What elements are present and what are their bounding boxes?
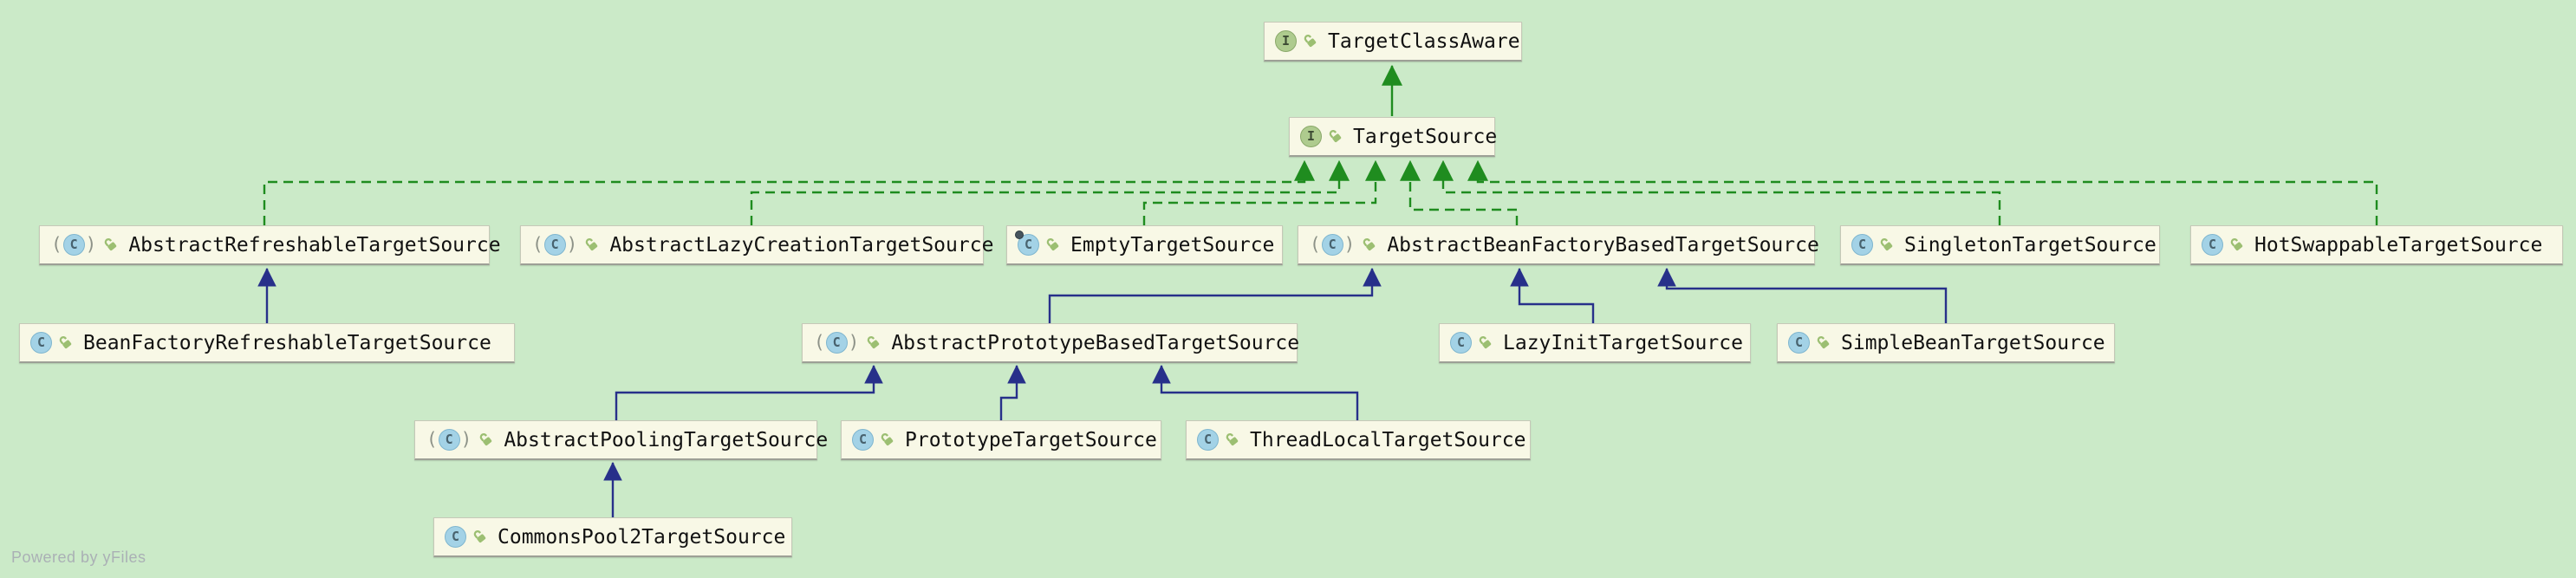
padlock-icon xyxy=(1042,234,1063,255)
class-node-label: LazyInitTargetSource xyxy=(1503,331,1743,354)
class-node-simplebeantargetsource[interactable]: C SimpleBeanTargetSource xyxy=(1777,323,2115,363)
class-node-label: AbstractRefreshableTargetSource xyxy=(128,233,501,257)
class-node-label: EmptyTargetSource xyxy=(1070,233,1275,257)
yfiles-watermark: Powered by yFiles xyxy=(11,549,146,566)
class-node-threadlocaltargetsource[interactable]: C ThreadLocalTargetSource xyxy=(1186,420,1531,460)
padlock-icon xyxy=(862,332,883,353)
edge-abstractpooling-extends-abstractprototypebased xyxy=(615,364,883,420)
padlock-icon xyxy=(1221,429,1242,450)
edge-hotswappable-implements-targetsource xyxy=(1467,159,2378,225)
class-icon: C xyxy=(2202,234,2223,256)
class-node-label: ThreadLocalTargetSource xyxy=(1250,428,1526,451)
edge-singleton-implements-targetsource xyxy=(1433,159,2001,225)
edge-abstractlazycreation-implements-targetsource xyxy=(750,159,1350,225)
interface-icon: I xyxy=(1275,30,1297,52)
edge-prototype-extends-abstractprototypebased xyxy=(999,364,1026,420)
class-node-label: CommonsPool2TargetSource xyxy=(498,525,786,549)
class-node-hotswappabletargetsource[interactable]: C HotSwappableTargetSource xyxy=(2190,225,2563,265)
class-node-label: PrototypeTargetSource xyxy=(905,428,1157,451)
padlock-icon xyxy=(1876,234,1896,255)
edge-lazyinit-extends-abstractbeanfactorybased xyxy=(1510,267,1595,323)
final-class-icon: C xyxy=(1015,231,1039,256)
class-icon: C xyxy=(30,332,52,354)
class-node-label: AbstractPrototypeBasedTargetSource xyxy=(891,331,1300,354)
class-icon: C xyxy=(852,429,874,451)
class-node-label: TargetClassAware xyxy=(1328,29,1520,53)
padlock-icon xyxy=(876,429,897,450)
abstract-class-icon: (C) xyxy=(814,332,860,354)
class-node-emptytargetsource[interactable]: C EmptyTargetSource xyxy=(1006,225,1283,265)
class-icon: C xyxy=(1851,234,1873,256)
padlock-icon xyxy=(1812,332,1833,353)
class-node-label: TargetSource xyxy=(1353,125,1498,148)
class-node-label: AbstractBeanFactoryBasedTargetSource xyxy=(1387,233,1819,257)
edge-abstractbeanfactorybased-implements-targetsource xyxy=(1400,159,1519,225)
edge-abstractprototypebased-extends-abstractbeanfactorybased xyxy=(1048,267,1382,323)
class-node-label: AbstractPoolingTargetSource xyxy=(504,428,829,451)
class-icon: C xyxy=(1788,332,1810,354)
padlock-icon xyxy=(1299,30,1320,51)
class-icon: C xyxy=(1450,332,1472,354)
interface-icon: I xyxy=(1300,126,1322,147)
class-node-abstractbeanfactorybasedtargetsource[interactable]: (C) AbstractBeanFactoryBasedTargetSource xyxy=(1298,225,1819,265)
class-icon: C xyxy=(445,526,466,548)
class-node-label: SimpleBeanTargetSource xyxy=(1841,331,2105,354)
class-node-commonspool2targetsource[interactable]: C CommonsPool2TargetSource xyxy=(433,517,792,557)
class-node-singletontargetsource[interactable]: C SingletonTargetSource xyxy=(1840,225,2160,265)
class-icon: C xyxy=(1197,429,1219,451)
class-node-abstractpoolingtargetsource[interactable]: (C) AbstractPoolingTargetSource xyxy=(414,420,828,460)
class-node-label: HotSwappableTargetSource xyxy=(2254,233,2543,257)
class-node-label: BeanFactoryRefreshableTargetSource xyxy=(83,331,491,354)
padlock-icon xyxy=(475,429,496,450)
abstract-class-icon: (C) xyxy=(51,234,97,256)
class-node-abstractlazycreationtargetsource[interactable]: (C) AbstractLazyCreationTargetSource xyxy=(520,225,993,265)
class-node-targetsource[interactable]: I TargetSource xyxy=(1289,117,1498,157)
class-node-abstractprototypebasedtargetsource[interactable]: (C) AbstractPrototypeBasedTargetSource xyxy=(802,323,1300,363)
class-node-prototypetargetsource[interactable]: C PrototypeTargetSource xyxy=(841,420,1161,460)
class-node-label: SingletonTargetSource xyxy=(1904,233,2156,257)
padlock-icon xyxy=(469,526,490,547)
padlock-icon xyxy=(1324,126,1345,146)
edge-abstractrefreshable-implements-targetsource xyxy=(263,159,1315,225)
class-node-abstractrefreshabletargetsource[interactable]: (C) AbstractRefreshableTargetSource xyxy=(39,225,501,265)
abstract-class-icon: (C) xyxy=(1310,234,1356,256)
padlock-icon xyxy=(55,332,75,353)
class-node-targetclassaware[interactable]: I TargetClassAware xyxy=(1264,22,1522,62)
abstract-class-icon: (C) xyxy=(426,429,472,451)
class-node-lazyinittargetsource[interactable]: C LazyInitTargetSource xyxy=(1439,323,1751,363)
padlock-icon xyxy=(1358,234,1379,255)
abstract-class-icon: (C) xyxy=(532,234,578,256)
edge-threadlocal-extends-abstractprototypebased xyxy=(1152,364,1359,420)
padlock-icon xyxy=(100,234,120,255)
padlock-icon xyxy=(1474,332,1495,353)
class-node-label: AbstractLazyCreationTargetSource xyxy=(609,233,994,257)
final-marker-icon xyxy=(1015,231,1024,239)
edge-simplebean-extends-abstractbeanfactorybased xyxy=(1657,267,1948,323)
padlock-icon xyxy=(581,234,602,255)
edge-emptytargetsource-implements-targetsource xyxy=(1142,159,1386,225)
class-node-beanfactoryrefreshabletargetsource[interactable]: C BeanFactoryRefreshableTargetSource xyxy=(19,323,515,363)
padlock-icon xyxy=(2226,234,2247,255)
